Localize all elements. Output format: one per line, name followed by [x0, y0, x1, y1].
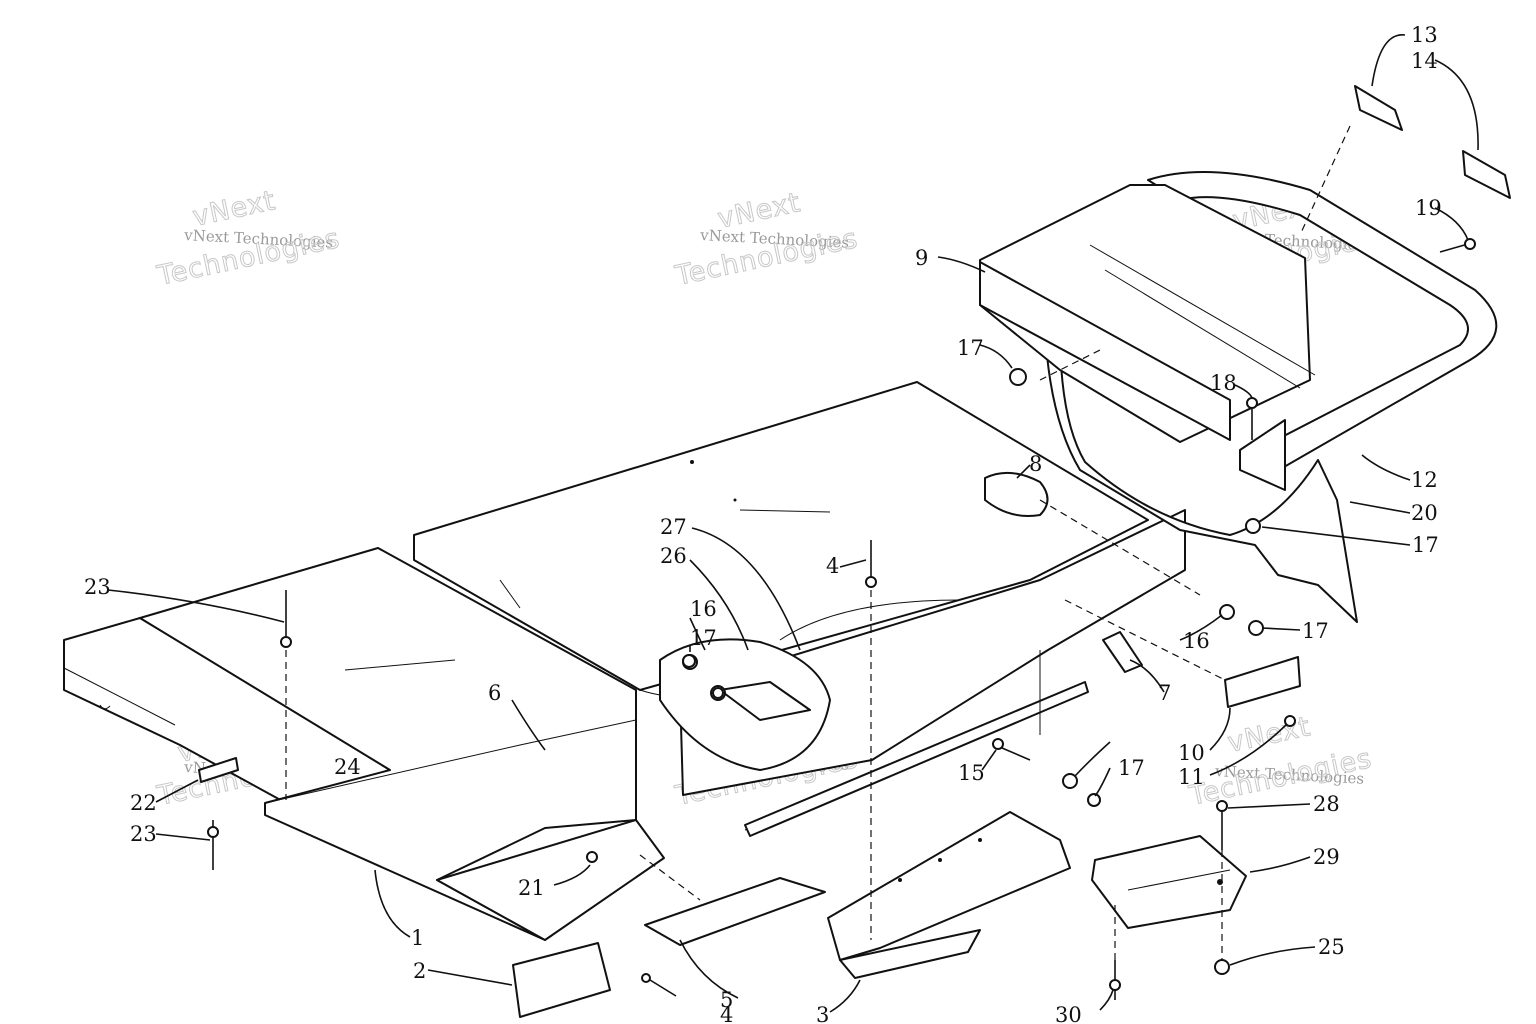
step-block-part-29 [1091, 835, 1247, 929]
plate-part-10 [1224, 656, 1301, 708]
callout-18: 18 [1210, 371, 1237, 395]
bracket-part-3 [827, 811, 1071, 979]
callout-17-right: 17 [1412, 533, 1439, 557]
callout-21: 21 [518, 876, 545, 900]
watermark-center: vNext vNext Technologies Technologies [672, 187, 862, 293]
fasteners [198, 238, 1476, 1000]
callout-27: 27 [660, 515, 687, 539]
callout-30: 30 [1055, 1003, 1082, 1024]
callout-17-top: 17 [957, 336, 984, 360]
callout-7: 7 [1158, 681, 1171, 705]
callout-6: 6 [488, 681, 501, 705]
callout-8: 8 [1029, 452, 1042, 476]
watermark-lower-right: vNext vNext Technologies Technologies [1186, 711, 1376, 813]
decal-13 [1354, 85, 1403, 131]
hinge-bracket [659, 638, 831, 771]
callout-labels: 1 2 3 4 4 5 6 7 8 9 10 11 12 13 14 15 16… [84, 23, 1442, 1024]
callout-17-mid: 17 [1302, 619, 1329, 643]
callout-10: 10 [1178, 741, 1205, 765]
callout-13: 13 [1411, 23, 1438, 47]
tunnel [344, 381, 1149, 699]
callout-1: 1 [411, 926, 424, 950]
callout-16-left: 16 [690, 597, 717, 621]
callout-4-lower: 4 [720, 1003, 733, 1024]
callout-25: 25 [1318, 935, 1345, 959]
decal-14 [1462, 150, 1511, 199]
callout-4-upper: 4 [826, 554, 839, 578]
callout-19: 19 [1415, 196, 1442, 220]
callout-20: 20 [1411, 501, 1438, 525]
callout-23-lower: 23 [130, 822, 157, 846]
callout-5: 5 [720, 988, 733, 1012]
callout-12: 12 [1411, 468, 1438, 492]
callout-14: 14 [1411, 49, 1438, 73]
callout-11: 11 [1178, 765, 1205, 789]
callout-26: 26 [660, 544, 687, 568]
watermark-left: vNext vNext Technologies Technologies [154, 185, 344, 293]
svg-text:vNext: vNext [190, 185, 279, 233]
svg-text:vNext: vNext [1225, 711, 1314, 759]
svg-text:Technologies: Technologies [1186, 743, 1375, 812]
rear-grab-bar [979, 171, 1498, 623]
callout-23-upper: 23 [84, 575, 111, 599]
callout-17-lower: 17 [1118, 756, 1145, 780]
callout-24: 24 [334, 755, 361, 779]
callout-28: 28 [1313, 792, 1340, 816]
plate-part-2 [512, 942, 611, 1018]
footrest-plate [139, 547, 665, 941]
leader-lines [107, 34, 1479, 1013]
callout-16-right: 16 [1183, 629, 1210, 653]
callout-2: 2 [413, 959, 426, 983]
plate-part-5 [644, 877, 826, 946]
callout-15: 15 [958, 761, 985, 785]
assembly-lines [285, 125, 1351, 960]
callout-22: 22 [130, 791, 157, 815]
callout-3: 3 [816, 1003, 829, 1024]
bolt-cutout-part-8 [984, 471, 1049, 517]
spacer-part-7 [1102, 631, 1143, 673]
callout-9: 9 [915, 246, 928, 270]
callout-29: 29 [1313, 845, 1340, 869]
callout-17-left: 17 [690, 626, 717, 650]
